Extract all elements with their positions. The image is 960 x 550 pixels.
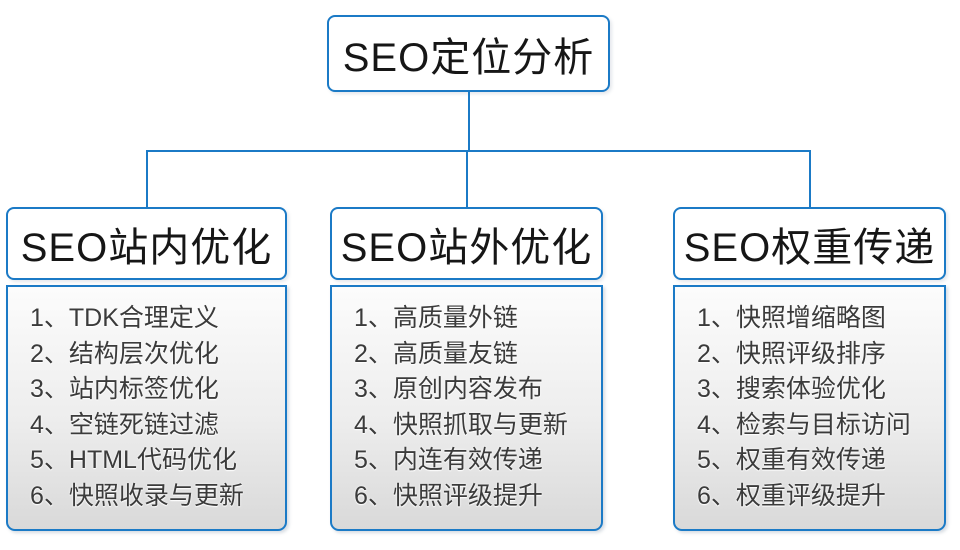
connector-drop-left xyxy=(146,150,148,207)
list-item: 5、内连有效传递 xyxy=(354,446,543,475)
root-node-label: SEO定位分析 xyxy=(342,35,595,80)
branch-header-weight: SEO权重传递 xyxy=(673,207,946,280)
list-item: 5、HTML代码优化 xyxy=(30,446,237,475)
list-item: 1、TDK合理定义 xyxy=(30,304,219,332)
branch-header-label: SEO权重传递 xyxy=(683,225,936,270)
list-item: 2、快照评级排序 xyxy=(697,339,886,368)
branch-header-label: SEO站内优化 xyxy=(20,225,273,270)
list-item: 6、快照收录与更新 xyxy=(30,481,244,510)
list-item: 1、快照增缩略图 xyxy=(697,304,886,332)
connector-drop-middle xyxy=(466,150,468,207)
list-item: 4、检索与目标访问 xyxy=(697,410,911,439)
list-item: 2、结构层次优化 xyxy=(30,339,219,368)
root-node-seo-positioning: SEO定位分析 xyxy=(327,15,610,92)
list-item: 5、权重有效传递 xyxy=(697,446,886,475)
connector-drop-right xyxy=(809,150,811,207)
list-item: 6、快照评级提升 xyxy=(354,481,543,510)
branch-list-offsite: 1、高质量外链 2、高质量友链 3、原创内容发布 4、快照抓取与更新 5、内连有… xyxy=(330,285,603,531)
list-item: 1、高质量外链 xyxy=(354,304,518,332)
list-item: 6、权重评级提升 xyxy=(697,481,886,510)
branch-header-offsite: SEO站外优化 xyxy=(330,207,603,280)
list-item: 4、空链死链过滤 xyxy=(30,410,219,439)
branch-header-label: SEO站外优化 xyxy=(340,225,593,270)
list-item: 2、高质量友链 xyxy=(354,339,518,368)
connector-root-stem xyxy=(468,92,470,150)
connector-horizontal-bar xyxy=(146,150,810,152)
list-item: 4、快照抓取与更新 xyxy=(354,410,568,439)
branch-header-onsite: SEO站内优化 xyxy=(6,207,287,280)
branch-list-onsite: 1、TDK合理定义 2、结构层次优化 3、站内标签优化 4、空链死链过滤 5、H… xyxy=(6,285,287,531)
branch-list-weight: 1、快照增缩略图 2、快照评级排序 3、搜索体验优化 4、检索与目标访问 5、权… xyxy=(673,285,946,531)
list-item: 3、原创内容发布 xyxy=(354,375,543,404)
list-item: 3、搜索体验优化 xyxy=(697,375,886,404)
list-item: 3、站内标签优化 xyxy=(30,375,219,404)
